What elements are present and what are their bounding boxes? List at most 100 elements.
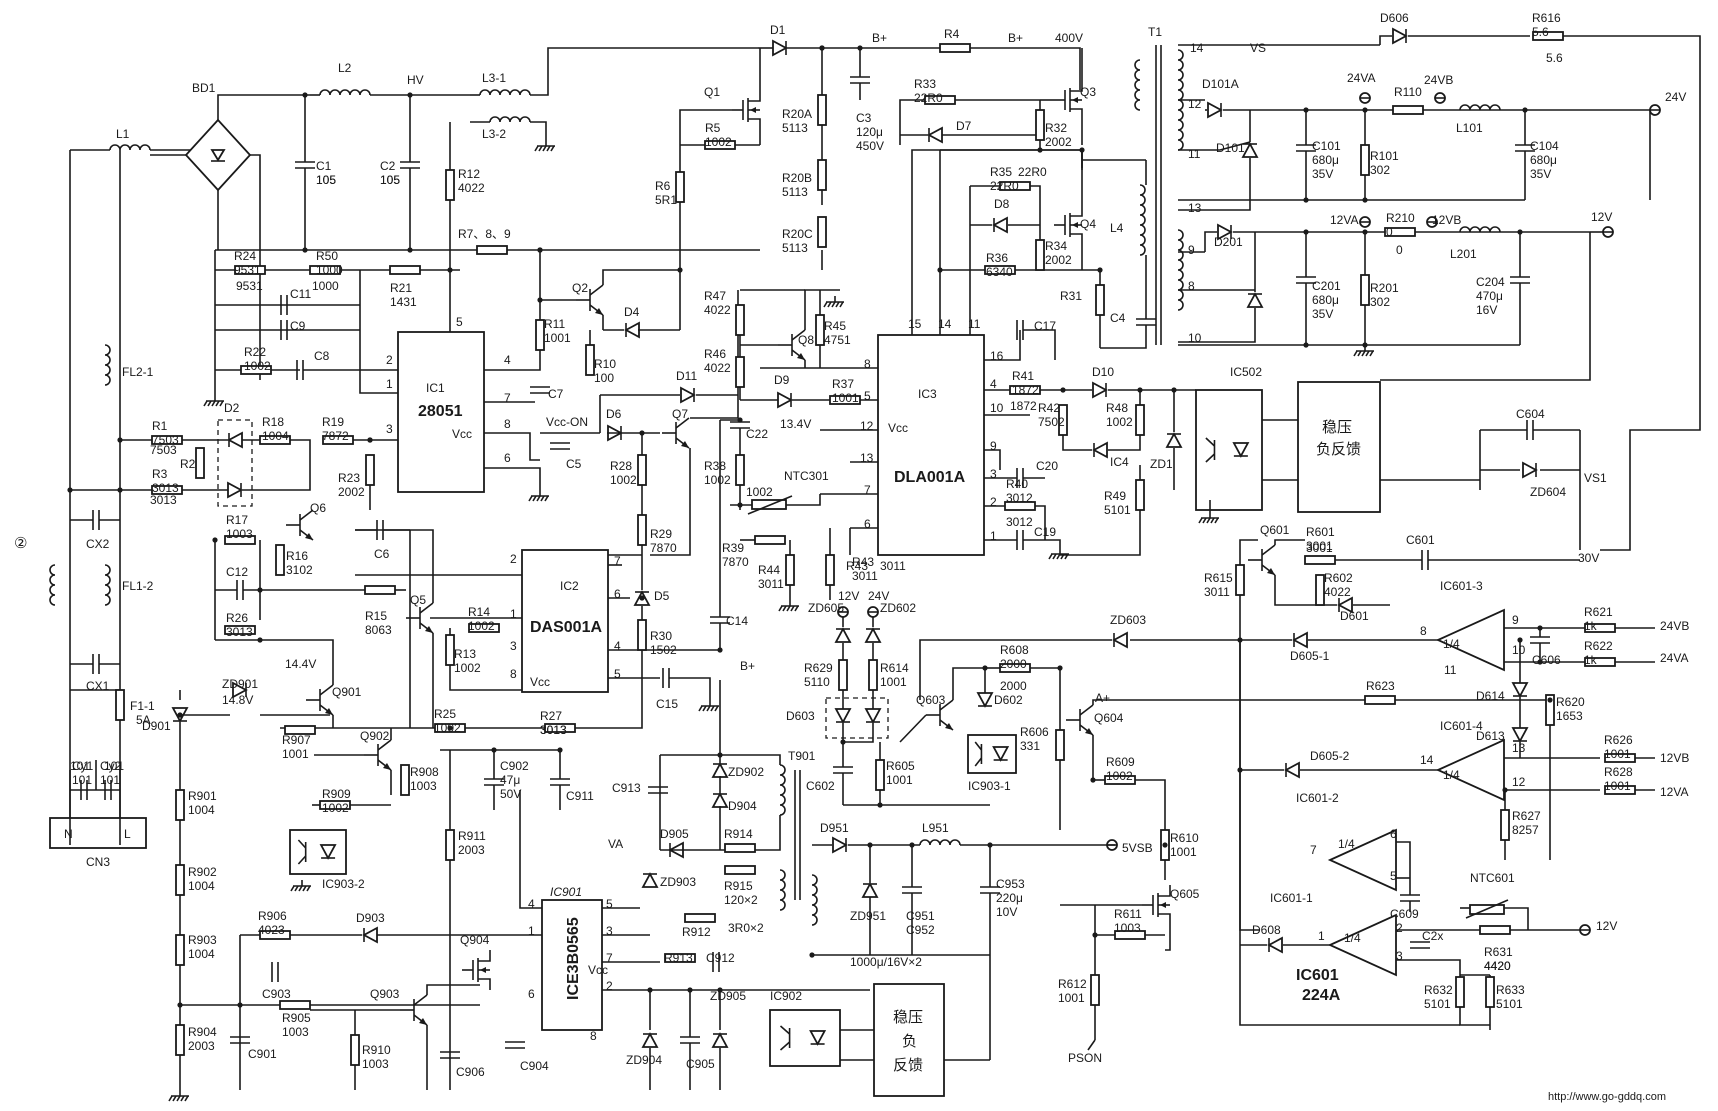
- diode-d901: D901: [142, 707, 189, 733]
- resistor-ref: R612: [1058, 977, 1087, 991]
- resistor-value: 1002: [454, 661, 481, 675]
- pin-number: 5: [456, 315, 463, 329]
- diode-ref: D605-2: [1310, 749, 1350, 763]
- transistor-q5: Q5: [406, 593, 434, 634]
- wire: [602, 269, 680, 285]
- junction-dot: [117, 487, 123, 493]
- resistor-value: 1001: [1604, 779, 1631, 793]
- capacitor-ref: C903: [262, 987, 291, 1001]
- wire: [1274, 539, 1305, 545]
- junction-dot: [447, 267, 453, 273]
- resistor-value: 1002: [244, 359, 271, 373]
- diode-d905: D905: [660, 827, 689, 859]
- capacitor-ref: C2x: [1422, 929, 1443, 943]
- ground-symbol: [290, 880, 311, 892]
- resistor-ref: R621: [1584, 605, 1613, 619]
- pin-number: 1: [386, 377, 393, 391]
- pin-number: 11: [968, 317, 981, 331]
- resistor-value: 4751: [824, 333, 851, 347]
- junction-dot: [537, 297, 543, 303]
- resistor-ref: R46: [704, 347, 726, 361]
- junction-dot: [937, 267, 943, 273]
- ntc301: NTC301: [747, 469, 829, 515]
- resistor-ref: R629: [804, 661, 833, 675]
- capacitor-ref: C15: [656, 697, 678, 711]
- diode-d1: D1: [770, 23, 788, 57]
- junction-dot: [819, 45, 825, 51]
- junction-dot: [717, 647, 723, 653]
- wire: [1140, 389, 1175, 432]
- resistor-ref: R36: [986, 251, 1008, 265]
- resistor-ref: R3: [152, 467, 168, 481]
- capacitor-cx2: CX2: [86, 510, 110, 551]
- resistor-value: 302: [1370, 295, 1390, 309]
- inductor-l951: L951: [919, 821, 961, 846]
- resistor-value: 1002: [705, 135, 732, 149]
- resistor-ref: R901: [188, 789, 217, 803]
- ground-symbol: [203, 395, 224, 407]
- resistor-ref: R27: [540, 709, 562, 723]
- resistor-value: 8257: [1512, 823, 1539, 837]
- resistor-value: 2003: [458, 843, 485, 857]
- pin-number: 3: [1396, 949, 1403, 963]
- resistor-ref: R615: [1204, 571, 1233, 585]
- bridge-ref: BD1: [192, 81, 216, 95]
- transistor-q903: Q903: [370, 987, 428, 1026]
- optocoupler-ref: IC903-1: [968, 779, 1011, 793]
- diode-ref: D11: [676, 369, 697, 383]
- junction-dot: [982, 665, 988, 671]
- resistor-ref: R35: [990, 165, 1012, 179]
- resistor-ref: R5: [705, 121, 721, 135]
- pin-number: 9: [990, 439, 997, 453]
- pin-number: 10: [1188, 331, 1202, 345]
- ic901-ref: IC901: [550, 885, 582, 899]
- fb-sb-line3: 反馈: [893, 1057, 923, 1074]
- footer-url[interactable]: http://www.go-gddq.com: [1548, 1091, 1666, 1103]
- ground-symbol: [823, 296, 844, 308]
- junction-dot: [1137, 387, 1143, 393]
- resistor-ref: R605: [886, 759, 915, 773]
- resistor-value: 1004: [188, 879, 215, 893]
- capacitor-value: 47μ: [500, 773, 520, 787]
- wire: [1459, 1007, 1490, 1026]
- resistor-ref: R1: [152, 419, 168, 433]
- junction-dot: [1162, 842, 1168, 848]
- diode-ref: D602: [994, 693, 1023, 707]
- transistor-ref: Q601: [1260, 523, 1290, 537]
- junction-dot: [407, 92, 413, 98]
- resistor-value: 1431: [390, 295, 417, 309]
- capacitor-c22: C22: [730, 421, 768, 441]
- capacitor-c609: C609: [1390, 894, 1420, 921]
- resistor-ref: R910: [362, 1043, 391, 1057]
- resistor-ref: R15: [365, 609, 387, 623]
- resistor-ref: R42: [1038, 401, 1060, 415]
- ground-symbol: [534, 140, 555, 152]
- capacitor-ref: C911: [566, 789, 594, 803]
- ic3: IC3 DLA001A Vcc: [877, 334, 985, 556]
- wire: [899, 99, 925, 145]
- wire: [1092, 699, 1100, 705]
- resistor-value: 5113: [782, 121, 808, 135]
- capacitor-c15: C15: [656, 668, 678, 711]
- ic2-ref: IC2: [560, 579, 579, 593]
- resistor-ref: R903: [188, 933, 217, 947]
- wire: [519, 790, 542, 909]
- capacitor-voltage: 50V: [500, 787, 521, 801]
- capacitor-ref: C904: [520, 1059, 549, 1073]
- junction-dot: [909, 842, 915, 848]
- transformer-t901: T901: [788, 749, 816, 900]
- resistor-ref: R24: [234, 249, 256, 263]
- r210-value-b: 0: [1396, 243, 1403, 257]
- optocoupler-ic502: IC502: [1195, 365, 1263, 511]
